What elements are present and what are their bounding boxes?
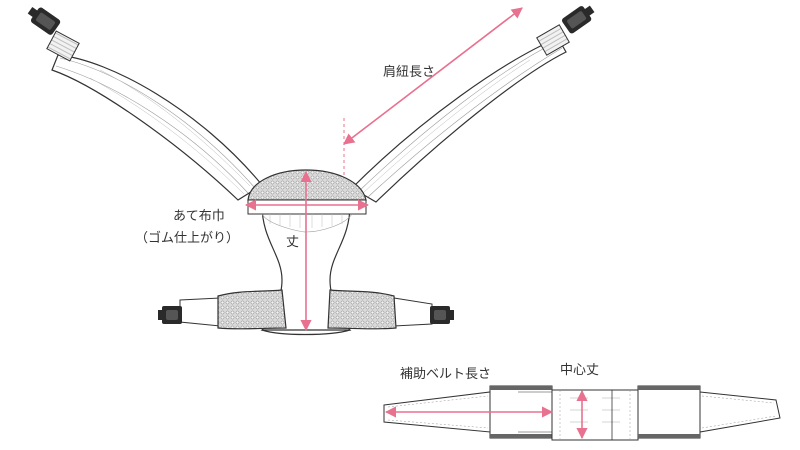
right-shoulder-strap xyxy=(351,5,595,203)
waist-left-buckle-icon xyxy=(158,306,182,324)
center-length-label: 中心丈 xyxy=(560,363,599,378)
measurement-arrows xyxy=(244,7,523,332)
aux-belt-length-label: 補助ベルト長さ xyxy=(400,367,491,382)
waist-belt-left xyxy=(158,289,287,330)
cover-cloth-label-line2: （ゴム仕上がり） xyxy=(135,230,239,246)
main-carrier xyxy=(27,5,595,336)
waist-belt-right xyxy=(327,289,454,330)
aux-belt-center-panel xyxy=(551,389,639,441)
aux-belt xyxy=(383,385,781,441)
left-shoulder-strap xyxy=(27,7,263,201)
waist-right-buckle-icon xyxy=(430,306,454,324)
right-strap-adjuster xyxy=(536,24,570,56)
cover-cloth-label-line1: あて布巾 xyxy=(173,209,225,224)
shoulder-strap-length-label: 肩紐長さ xyxy=(383,64,435,80)
left-buckle-icon xyxy=(27,7,61,35)
length-label: 丈 xyxy=(286,235,299,250)
left-strap-adjuster xyxy=(46,30,80,62)
right-buckle-icon xyxy=(561,5,595,34)
shoulder-strap-length-arrow xyxy=(343,7,523,145)
